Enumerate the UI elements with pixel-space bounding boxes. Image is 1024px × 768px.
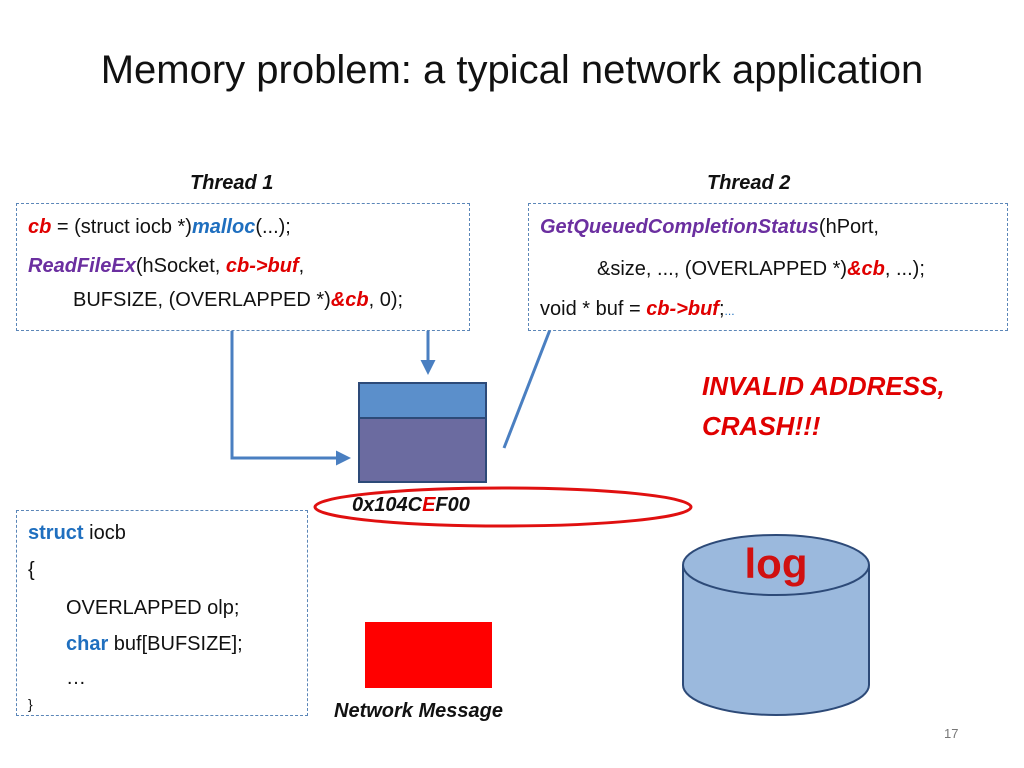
code-token: &cb (847, 258, 885, 280)
struct-line-5: … (66, 667, 86, 689)
code-token: cb->buf (225, 255, 299, 277)
struct-line-6: } (28, 696, 33, 712)
thread2-line-1: GetQueuedCompletionStatus(hPort, (540, 214, 879, 240)
thread1-line-3: BUFSIZE, (OVERLAPPED *)&cb, 0); (73, 287, 403, 313)
code-token: iocb (83, 522, 126, 544)
code-token: ... (724, 304, 735, 318)
thread1-line-1: cb = (struct iocb *)malloc(...); (28, 214, 291, 240)
code-token: BUFSIZE, (OVERLAPPED *) (73, 289, 331, 311)
code-keyword: struct (28, 522, 84, 544)
code-token: void * buf = (540, 298, 647, 320)
code-token: cb->buf (646, 298, 719, 320)
log-cylinder-body (682, 565, 870, 716)
readfile-arrow (230, 322, 351, 466)
code-token: malloc (191, 216, 256, 238)
memory-block-top (358, 382, 487, 419)
network-message-label: Network Message (334, 700, 503, 722)
thread2-line-2: &size, ..., (OVERLAPPED *)&cb, ...); (597, 256, 925, 282)
thread2-label: Thread 2 (707, 172, 791, 194)
code-token: ; (718, 298, 725, 320)
address-highlight-char: E (422, 494, 436, 516)
thread1-code-box: cb = (struct iocb *)malloc(...); ReadFil… (16, 203, 470, 331)
log-label: log (744, 540, 808, 587)
code-token: &size, ..., (OVERLAPPED *) (597, 258, 848, 280)
struct-line-3: OVERLAPPED olp; (66, 597, 240, 619)
thread2-line-3: void * buf = cb->buf;... (540, 296, 735, 322)
crash-line-1: INVALID ADDRESS, (702, 371, 945, 401)
code-token: , 0); (368, 289, 404, 311)
crash-warning: INVALID ADDRESS, CRASH!!! (702, 366, 945, 446)
code-token: (hPort, (818, 216, 879, 238)
memory-block-bottom (358, 417, 487, 483)
crash-line-2: CRASH!!! (702, 411, 821, 441)
log-cylinder-top (682, 534, 870, 596)
code-token: ReadFileEx (28, 255, 136, 277)
code-token: , (298, 255, 305, 277)
code-token: (...); (255, 216, 291, 238)
address-part: 0x104C (352, 494, 423, 516)
address-highlight-ellipse (313, 486, 693, 528)
struct-line-4: char buf[BUFSIZE]; (66, 631, 243, 657)
code-token: buf[BUFSIZE]; (108, 633, 243, 655)
address-part: F00 (435, 494, 470, 516)
thread1-line-2: ReadFileEx(hSocket, cb->buf, (28, 253, 304, 279)
memory-address: 0x104CEF00 (352, 494, 470, 517)
code-token: = (struct iocb *) (51, 216, 192, 238)
code-token: cb (28, 216, 52, 238)
code-token: (hSocket, (135, 255, 226, 277)
code-token: GetQueuedCompletionStatus (540, 216, 819, 238)
thread2-code-box: GetQueuedCompletionStatus(hPort, &size, … (528, 203, 1008, 331)
struct-code-box: struct iocb { OVERLAPPED olp; char buf[B… (16, 510, 308, 716)
code-keyword: char (66, 633, 109, 655)
struct-line-2: { (28, 559, 35, 581)
code-token: &cb (330, 289, 369, 311)
slide-title: Memory problem: a typical network applic… (100, 48, 924, 92)
struct-line-1: struct iocb (28, 520, 126, 546)
code-token: , ...); (884, 258, 925, 280)
page-number: 17 (944, 726, 959, 741)
network-message-block (365, 622, 492, 688)
thread1-label: Thread 1 (190, 172, 274, 194)
